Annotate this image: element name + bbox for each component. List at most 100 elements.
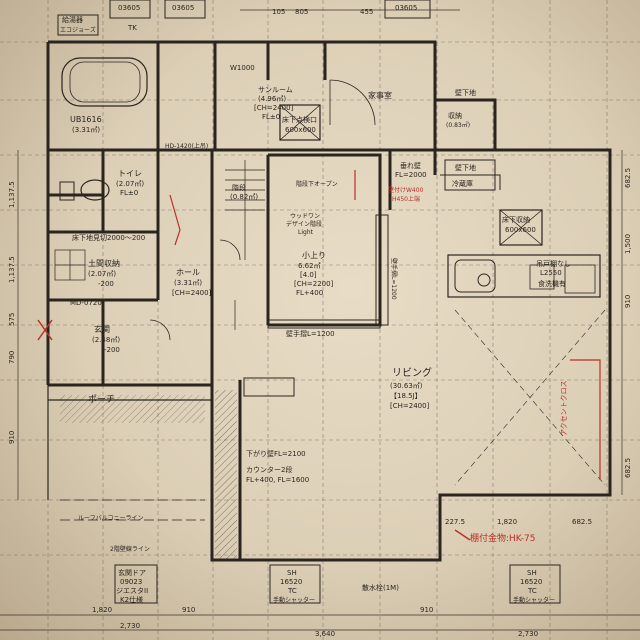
handrail-bottom: 壁手摺L=1200 bbox=[286, 329, 335, 338]
handrail-right bbox=[375, 214, 389, 326]
wall-base-2: 壁下地 bbox=[455, 163, 476, 172]
counter-hatch bbox=[215, 390, 237, 560]
wall-base-top: 壁下地 bbox=[455, 88, 476, 97]
shutter-right-tc: TC bbox=[527, 587, 537, 595]
top-right-code: 03605 bbox=[395, 4, 417, 12]
shutter-left-tc: TC bbox=[287, 587, 297, 595]
floor-trim: 床下地見切2000～200 bbox=[72, 233, 145, 242]
dim-bottom-3: 2,730 bbox=[120, 622, 140, 630]
dim-top-3: 455 bbox=[360, 8, 373, 16]
living-area: (30.63㎡) bbox=[390, 382, 423, 390]
red-text: 壁付けW400 H450上端 棚付金物:HK-75 アクセントクロス bbox=[388, 186, 568, 544]
closet-label: 階段 bbox=[232, 183, 246, 192]
drop-wall: 垂れ壁 bbox=[400, 161, 421, 170]
dim-bottom-5: 910 bbox=[420, 606, 433, 614]
md0720-label: MD-0720 bbox=[70, 299, 102, 307]
second-floor-line: 2階壁線ライン bbox=[110, 545, 150, 553]
living-label: リビング bbox=[392, 366, 432, 379]
dim-inner-2: 1,820 bbox=[497, 518, 517, 526]
dim-top-2: 805 bbox=[295, 8, 308, 16]
entrance-door-spec: K2仕様 bbox=[120, 595, 143, 604]
genkan-area: (2.48㎡) bbox=[92, 336, 120, 344]
entrance-door-model: ジエスタII bbox=[116, 586, 148, 595]
doma-level: -200 bbox=[98, 280, 114, 288]
shutter-left-code: 16520 bbox=[280, 578, 302, 586]
roof-balcony-line: ルーフバルコニーライン bbox=[78, 515, 144, 522]
ub-area: (3.31㎡) bbox=[72, 126, 100, 134]
top-mid-code: 03605 bbox=[172, 4, 194, 12]
entrance-door-code: 09023 bbox=[120, 578, 142, 586]
bathtub bbox=[61, 57, 148, 107]
shutter-right-sh: SH bbox=[527, 569, 537, 577]
design-stair-2: デザイン階段 bbox=[286, 220, 322, 228]
kitchen-spec-1: 吊戸棚なし bbox=[536, 259, 571, 268]
design-stair-3: Light bbox=[298, 229, 314, 236]
koagari-ch: [CH=2200] bbox=[294, 280, 334, 288]
hanging-wall: 下がり壁FL=2100 bbox=[246, 449, 306, 458]
shutter-left-sh: SH bbox=[287, 569, 297, 577]
red-note-vertical: アクセントクロス bbox=[560, 380, 568, 436]
dim-right-3: 910 bbox=[624, 295, 632, 308]
dim-bottom-1: 1,820 bbox=[92, 606, 112, 614]
walls bbox=[46, 40, 612, 562]
red-annotations bbox=[37, 170, 601, 541]
ub-label: UB1616 bbox=[70, 115, 102, 124]
floor-hatch-size: 600x600 bbox=[285, 126, 316, 134]
red-note-1: 壁付けW400 bbox=[388, 186, 424, 194]
dim-inner-1: 227.5 bbox=[445, 518, 465, 526]
room-labels: 給湯器 エコジョーズ 03605 TK 03605 03605 UB1616 (… bbox=[60, 4, 571, 604]
dim-left-2: 1,137.5 bbox=[8, 256, 16, 283]
closet-area: (0.82㎡) bbox=[230, 193, 258, 201]
hall-label: ホール bbox=[176, 268, 200, 277]
counter-fl: FL+400, FL=1600 bbox=[246, 476, 309, 484]
red-note-2: H450上端 bbox=[392, 195, 420, 203]
floor-hatch-label: 床下点検口 bbox=[282, 115, 317, 124]
genkan-label: 玄関 bbox=[94, 324, 110, 334]
design-stair-1: ウッドワン bbox=[290, 212, 320, 220]
living-ch: [CH=2400] bbox=[390, 402, 430, 410]
fridge-label: 冷蔵庫 bbox=[452, 179, 473, 188]
hall-ch: [CH=2400] bbox=[172, 289, 212, 297]
toilet-label: トイレ bbox=[118, 169, 142, 178]
hall-area: (3.31㎡) bbox=[174, 279, 202, 287]
dim-right-4: 682.5 bbox=[624, 458, 632, 478]
living-j: 【18.5J】 bbox=[390, 392, 422, 400]
dim-inner-3: 682.5 bbox=[572, 518, 592, 526]
toilet-area: (2.07㎡) bbox=[116, 180, 144, 188]
underfloor-storage: 床下収納 bbox=[502, 215, 530, 224]
stair-note: 階段下オープン bbox=[296, 180, 338, 188]
kitchen-spec-2: L2550 bbox=[540, 269, 562, 277]
water-heater-label: 給湯器 bbox=[62, 15, 83, 24]
doma-area: (2.07㎡) bbox=[88, 270, 116, 278]
top-left-tk: TK bbox=[127, 24, 137, 32]
dim-bottom-6: 2,730 bbox=[518, 630, 538, 638]
shutter-right-type: 手動シャッター bbox=[513, 596, 555, 604]
genkan-level: -200 bbox=[104, 346, 120, 354]
kitchen-counter bbox=[447, 254, 601, 298]
handrail-side: 壁手摺L=1200 bbox=[390, 258, 398, 300]
storage-area: (0.83㎡) bbox=[446, 121, 470, 129]
drop-wall-fl: FL=2000 bbox=[395, 171, 427, 179]
dimension-lines bbox=[0, 9, 640, 631]
storage-label: 収納 bbox=[448, 111, 462, 120]
kitchen-spec-3: 食洗機有 bbox=[538, 279, 566, 288]
koagari-j: [4.0] bbox=[300, 271, 317, 279]
hd-door: HD-1420(上吊) bbox=[165, 142, 208, 150]
fixtures bbox=[54, 0, 606, 604]
top-left-code: 03605 bbox=[118, 4, 140, 12]
dim-left-3: 575 bbox=[8, 313, 16, 326]
sunroom-ch: [CH=2400] bbox=[254, 104, 294, 112]
koagari-label: 小上り bbox=[302, 251, 326, 260]
dim-top-1: 105 bbox=[272, 8, 285, 16]
toilet-fixture bbox=[80, 179, 110, 201]
shutter-right-code: 16520 bbox=[520, 578, 542, 586]
dim-left-5: 910 bbox=[8, 431, 16, 444]
counter-label: カウンター2段 bbox=[246, 465, 292, 474]
red-note-3: 棚付金物:HK-75 bbox=[470, 532, 535, 544]
hose-tap: 散水栓(1M) bbox=[362, 583, 399, 592]
w1000-label: W1000 bbox=[230, 64, 255, 72]
koagari-fl: FL+400 bbox=[296, 289, 323, 297]
porch-hatch bbox=[60, 395, 205, 423]
dimension-labels: 105 805 455 1,137.5 1,137.5 575 790 910 … bbox=[8, 8, 632, 638]
